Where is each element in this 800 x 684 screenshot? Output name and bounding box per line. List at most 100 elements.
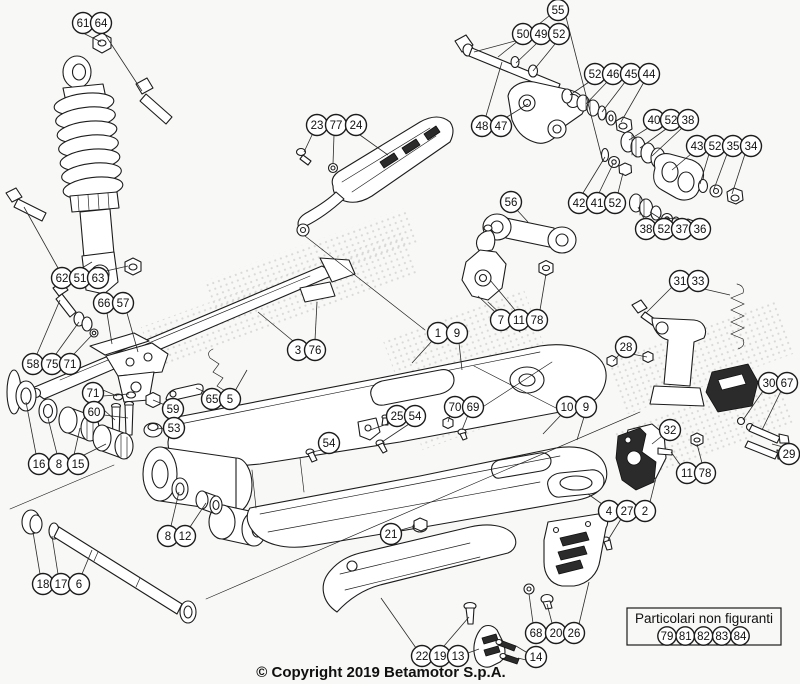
callout-56[interactable]	[499, 190, 523, 214]
callout-number: 75	[46, 359, 59, 371]
leader-line	[585, 81, 608, 105]
callout-number: 61	[77, 18, 90, 30]
callout-5[interactable]	[218, 387, 242, 411]
callout-76[interactable]	[303, 338, 327, 362]
callout-number: 52	[658, 224, 671, 236]
callout-number: 52	[553, 29, 566, 41]
callout-69[interactable]	[461, 395, 485, 419]
callout-52[interactable]	[547, 22, 571, 46]
leader-line	[25, 401, 37, 455]
leader-line	[515, 43, 537, 64]
callout-number: 11	[681, 468, 693, 480]
callout-number: 18	[37, 579, 50, 591]
leader-line	[83, 443, 107, 456]
callout-32[interactable]	[658, 418, 682, 442]
callout-number: 66	[98, 298, 111, 310]
callout-24[interactable]	[344, 113, 368, 137]
leader-line	[195, 387, 206, 393]
callout-number: 77	[330, 120, 343, 132]
callout-2[interactable]	[633, 499, 657, 523]
callout-9[interactable]	[445, 321, 469, 345]
callout-number: 54	[409, 411, 422, 423]
callout-number: 8	[56, 459, 62, 471]
caliper-bracket	[601, 423, 704, 551]
leader-line	[671, 153, 692, 171]
callout-14[interactable]	[524, 645, 548, 669]
leader-line	[332, 134, 335, 165]
leader-line	[73, 427, 81, 456]
leader-line	[731, 153, 746, 195]
callout-33[interactable]	[686, 269, 710, 293]
callout-64[interactable]	[89, 11, 113, 35]
callout-number: 24	[350, 120, 363, 132]
leader-line	[761, 390, 782, 431]
leader-line	[51, 535, 59, 575]
leader-line	[516, 209, 529, 223]
callout-9[interactable]	[574, 395, 598, 419]
leader-line	[458, 342, 463, 371]
callout-number: 51	[74, 273, 87, 285]
callout-78[interactable]	[693, 461, 717, 485]
callout-number: 7	[498, 315, 504, 327]
callout-number: 34	[745, 141, 758, 153]
callout-54[interactable]	[403, 404, 427, 428]
callout-54[interactable]	[317, 431, 341, 455]
callout-63[interactable]	[86, 266, 110, 290]
callout-number: 78	[531, 315, 544, 327]
callout-53[interactable]	[162, 416, 186, 440]
callout-52[interactable]	[603, 191, 627, 215]
leader-line	[546, 603, 553, 624]
leader-line	[303, 134, 313, 153]
callout-28[interactable]	[614, 335, 638, 359]
legend-callout-84[interactable]	[730, 626, 750, 646]
chain-slider	[322, 524, 517, 613]
callout-number: 41	[591, 198, 604, 210]
leader-line	[411, 340, 433, 364]
guide-screw	[295, 147, 307, 157]
leader-line	[102, 393, 130, 397]
callout-15[interactable]	[66, 452, 90, 476]
callout-57[interactable]	[111, 291, 135, 315]
callout-number: 30	[763, 378, 776, 390]
callout-55[interactable]	[546, 0, 570, 22]
needle-bearing	[58, 406, 78, 434]
callout-number: 22	[416, 651, 429, 663]
callout-26[interactable]	[562, 621, 586, 645]
callout-44[interactable]	[637, 62, 661, 86]
callout-number: 59	[167, 404, 180, 416]
callout-21[interactable]	[379, 522, 403, 546]
callout-71[interactable]	[58, 352, 82, 376]
leader-line	[665, 217, 679, 220]
callout-number: 48	[476, 121, 489, 133]
callout-47[interactable]	[489, 114, 513, 138]
callout-78[interactable]	[525, 308, 549, 332]
leader-line	[713, 153, 728, 190]
rear-axle	[9, 411, 641, 624]
callout-number: 54	[323, 438, 336, 450]
leader-line	[314, 301, 318, 341]
stand-pad	[299, 281, 336, 303]
legend-callout-number: 79	[661, 631, 674, 643]
callout-number: 14	[530, 652, 543, 664]
leader-line	[359, 134, 389, 156]
leader-line	[36, 299, 61, 355]
leader-line	[311, 449, 323, 453]
swingarm	[142, 344, 608, 548]
callout-34[interactable]	[739, 134, 763, 158]
callout-number: 17	[55, 579, 68, 591]
leader-line	[699, 153, 710, 185]
callout-60[interactable]	[82, 400, 106, 424]
callout-38[interactable]	[676, 108, 700, 132]
callout-number: 46	[607, 69, 620, 81]
leader-line	[607, 518, 622, 541]
leader-line	[32, 531, 41, 575]
callout-6[interactable]	[67, 572, 91, 596]
callout-13[interactable]	[446, 644, 470, 668]
tensioner-spring	[730, 283, 745, 350]
callout-67[interactable]	[775, 371, 799, 395]
leader-line	[670, 451, 682, 467]
callout-12[interactable]	[173, 524, 197, 548]
side-stand	[29, 257, 356, 418]
callout-36[interactable]	[688, 217, 712, 241]
leader-line	[467, 648, 480, 654]
